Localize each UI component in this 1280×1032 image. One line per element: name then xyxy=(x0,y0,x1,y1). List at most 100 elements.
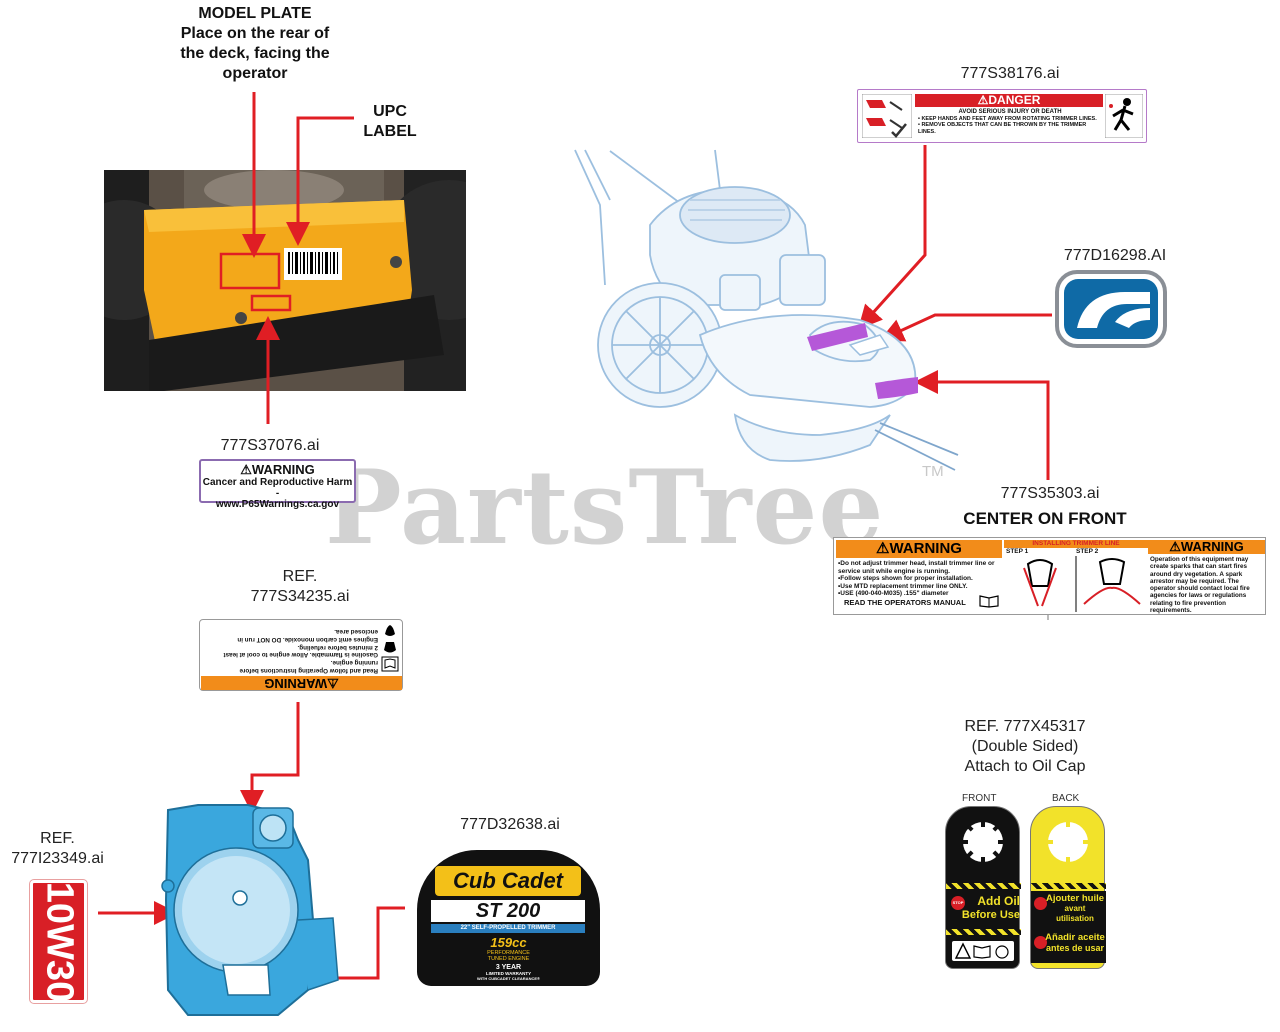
x45317-back-text-es: Añadir aceite antes de usar xyxy=(1045,932,1105,954)
x45317-front-text: Add Oil Before Use xyxy=(950,894,1020,922)
d32638-warranty2: LIMITED WARRANTY xyxy=(485,971,532,976)
s35303-left-line-1: service unit while engine is running. xyxy=(838,567,950,575)
d32638-engine1: PERFORMANCE xyxy=(487,950,530,956)
s37076-heading: ⚠WARNING xyxy=(240,462,315,477)
s35303-left-line-2: •Follow steps shown for proper installat… xyxy=(838,575,973,582)
s38176-heading: ⚠DANGER xyxy=(915,94,1103,107)
trimmer-drawing xyxy=(574,149,959,471)
back-stop-icon xyxy=(1034,897,1047,910)
x45317-front-tag: STOP Add Oil Before Use xyxy=(945,806,1021,969)
x45317-back-text2: avant utilisation xyxy=(1056,904,1094,923)
s35303-left-line-4: •USE (490-040-M035) .155" diameter xyxy=(838,590,949,597)
model-plate-line2: the deck, facing the xyxy=(180,45,330,62)
warning-symbols-icon xyxy=(954,942,1009,959)
s34235-hazard-icons xyxy=(381,625,399,672)
x45317-front-text2: Before Use xyxy=(961,909,1020,921)
back-text-panel: Ajouter huile avant utilisation xyxy=(1031,891,1106,931)
front-hazard-stripe xyxy=(946,883,1021,889)
x45317-line2: (Double Sided) xyxy=(971,738,1079,755)
engine-drawing xyxy=(161,804,339,1016)
x45317-back-text-fr: Ajouter huile avant utilisation xyxy=(1045,894,1105,924)
model-plate-line3: operator xyxy=(222,65,288,82)
d32638-cc: 159cc xyxy=(490,935,527,950)
front-warning-icons xyxy=(952,941,1014,961)
s35303-left-line-3: •Use MTD replacement trimmer line ONLY. xyxy=(838,582,968,590)
s37076-label: ⚠WARNING Cancer and Reproductive Harm - … xyxy=(199,459,356,510)
x45317-caption: REF. 777X45317 (Double Sided) Attach to … xyxy=(930,717,1120,777)
upc-line1: UPC xyxy=(373,103,407,120)
front-stop-icon: STOP xyxy=(951,896,965,910)
manual-book-icon xyxy=(979,595,999,608)
s35303-mid-heading: INSTALLING TRIMMER LINE xyxy=(1004,540,1148,548)
d32638-warranty3: WITH CUBCADET CLEARANCE® xyxy=(477,976,540,981)
s35303-left-text: •Do not adjust trimmer head, install tri… xyxy=(838,560,1004,598)
d32638-part-number: 777D32638.ai xyxy=(460,816,560,833)
d32638-engine2: TUNED ENGINE xyxy=(487,956,530,962)
s34235-line-3: 2 minutes before refueling. xyxy=(297,643,378,651)
upc-callout: UPC LABEL xyxy=(350,102,430,142)
watermark: PartsTree xyxy=(325,448,885,568)
cub-cadet-logo-icon xyxy=(1055,270,1167,348)
back-stop-icon-2 xyxy=(1034,936,1047,949)
s37076-part-number: 777S37076.ai xyxy=(220,437,320,454)
s35303-left-line-0: •Do not adjust trimmer head, install tri… xyxy=(838,560,995,567)
s35303-right-heading: ⚠WARNING xyxy=(1148,540,1265,554)
d32638-sub: 22" SELF-PROPELLED TRIMMER xyxy=(431,924,585,933)
s35303-part-number: 777S35303.ai xyxy=(1000,485,1100,502)
thrown-object-hazard-icon xyxy=(1105,94,1143,138)
oil-cap-hole-icon xyxy=(960,819,1006,865)
i23349-ref-label: REF. xyxy=(40,830,75,847)
s34235-text: Read and follow Operating Instructions b… xyxy=(202,627,378,674)
s34235-line-4: Engines emit carbon monoxide. DO NOT run… xyxy=(237,635,378,643)
s34235-heading: ⚠WARNING xyxy=(201,676,402,691)
x45317-line3: Attach to Oil Cap xyxy=(964,758,1086,775)
oil-cap-hole-back-icon xyxy=(1045,819,1091,865)
s38176-line2: • KEEP HANDS AND FEET AWAY FROM ROTATING… xyxy=(918,115,1097,122)
s38176-line3: • REMOVE OBJECTS THAT CAN BE THROWN BY T… xyxy=(918,122,1087,135)
s35303-right-text: Operation of this equipment may create s… xyxy=(1150,556,1250,615)
model-plate-callout: MODEL PLATE Place on the rear of the dec… xyxy=(150,4,360,84)
x45317-back-text3: Añadir aceite xyxy=(1045,932,1105,943)
d32638-warranty1: 3 YEAR xyxy=(495,964,522,971)
s38176-part-number: 777S38176.ai xyxy=(960,65,1060,82)
s34235-label: ⚠WARNING Read and follow Operating Instr… xyxy=(199,619,403,691)
x45317-back-text1: Ajouter huile xyxy=(1045,893,1105,904)
s35303-step1: STEP 1 xyxy=(1006,548,1029,555)
s34235-line-0: Read and follow Operating Instructions b… xyxy=(239,667,378,674)
model-plate-title: MODEL PLATE xyxy=(198,5,312,22)
back-text-panel-2: Añadir aceite antes de usar xyxy=(1031,931,1106,963)
d32638-engine: PERFORMANCE TUNED ENGINE xyxy=(417,950,600,962)
s35303-manual: READ THE OPERATORS MANUAL xyxy=(844,598,966,607)
s35303-note: CENTER ON FRONT xyxy=(963,509,1127,528)
trimmer-line-steps-icon xyxy=(1023,556,1141,612)
s34235-line-5: enclosed area. xyxy=(334,628,378,636)
s38176-label: ⚠DANGER AVOID SERIOUS INJURY OR DEATH • … xyxy=(857,89,1147,143)
i23349-ref: REF. 777I23349.ai xyxy=(0,829,115,869)
x45317-ref: REF. 777X45317 xyxy=(964,718,1086,735)
s34235-part-number: 777S34235.ai xyxy=(250,588,350,605)
s37076-line2: www.P65Warnings.ca.gov xyxy=(215,499,340,510)
s34235-ref: REF. 777S34235.ai xyxy=(225,567,375,607)
i23349-text: 10W30 xyxy=(38,881,80,1002)
d16298-part-number: 777D16298.AI xyxy=(1063,247,1167,264)
x45317-front-text1: Add Oil xyxy=(977,894,1020,908)
s38176-line1: AVOID SERIOUS INJURY OR DEATH xyxy=(958,109,1062,115)
s35303-left-heading: ⚠WARNING xyxy=(836,540,1002,558)
x45317-back-label: BACK xyxy=(1052,793,1080,804)
model-plate-line1: Place on the rear of xyxy=(180,25,330,42)
x45317-front-label: FRONT xyxy=(962,793,997,804)
s34235-line-1: running engine. xyxy=(330,659,378,667)
deck-photo xyxy=(104,170,466,391)
hand-foot-hazard-icon xyxy=(862,94,912,138)
d32638-model: ST 200 xyxy=(431,900,585,922)
d32638-warranty: 3 YEAR LIMITED WARRANTY WITH CUBCADET CL… xyxy=(417,964,600,981)
s34235-ref-label: REF. xyxy=(282,568,318,585)
s35303-label: ⚠WARNING •Do not adjust trimmer head, in… xyxy=(833,537,1266,615)
front-hazard-stripe-2 xyxy=(946,929,1021,935)
upc-line2: LABEL xyxy=(363,123,417,140)
back-hazard-stripe xyxy=(1031,883,1106,889)
i23349-label: 10W30 xyxy=(29,879,88,1004)
s35303-step2: STEP 2 xyxy=(1076,548,1099,555)
x45317-back-tag: Ajouter huile avant utilisation Añadir a… xyxy=(1030,806,1106,969)
d32638-label: Cub Cadet ST 200 22" SELF-PROPELLED TRIM… xyxy=(417,850,600,986)
